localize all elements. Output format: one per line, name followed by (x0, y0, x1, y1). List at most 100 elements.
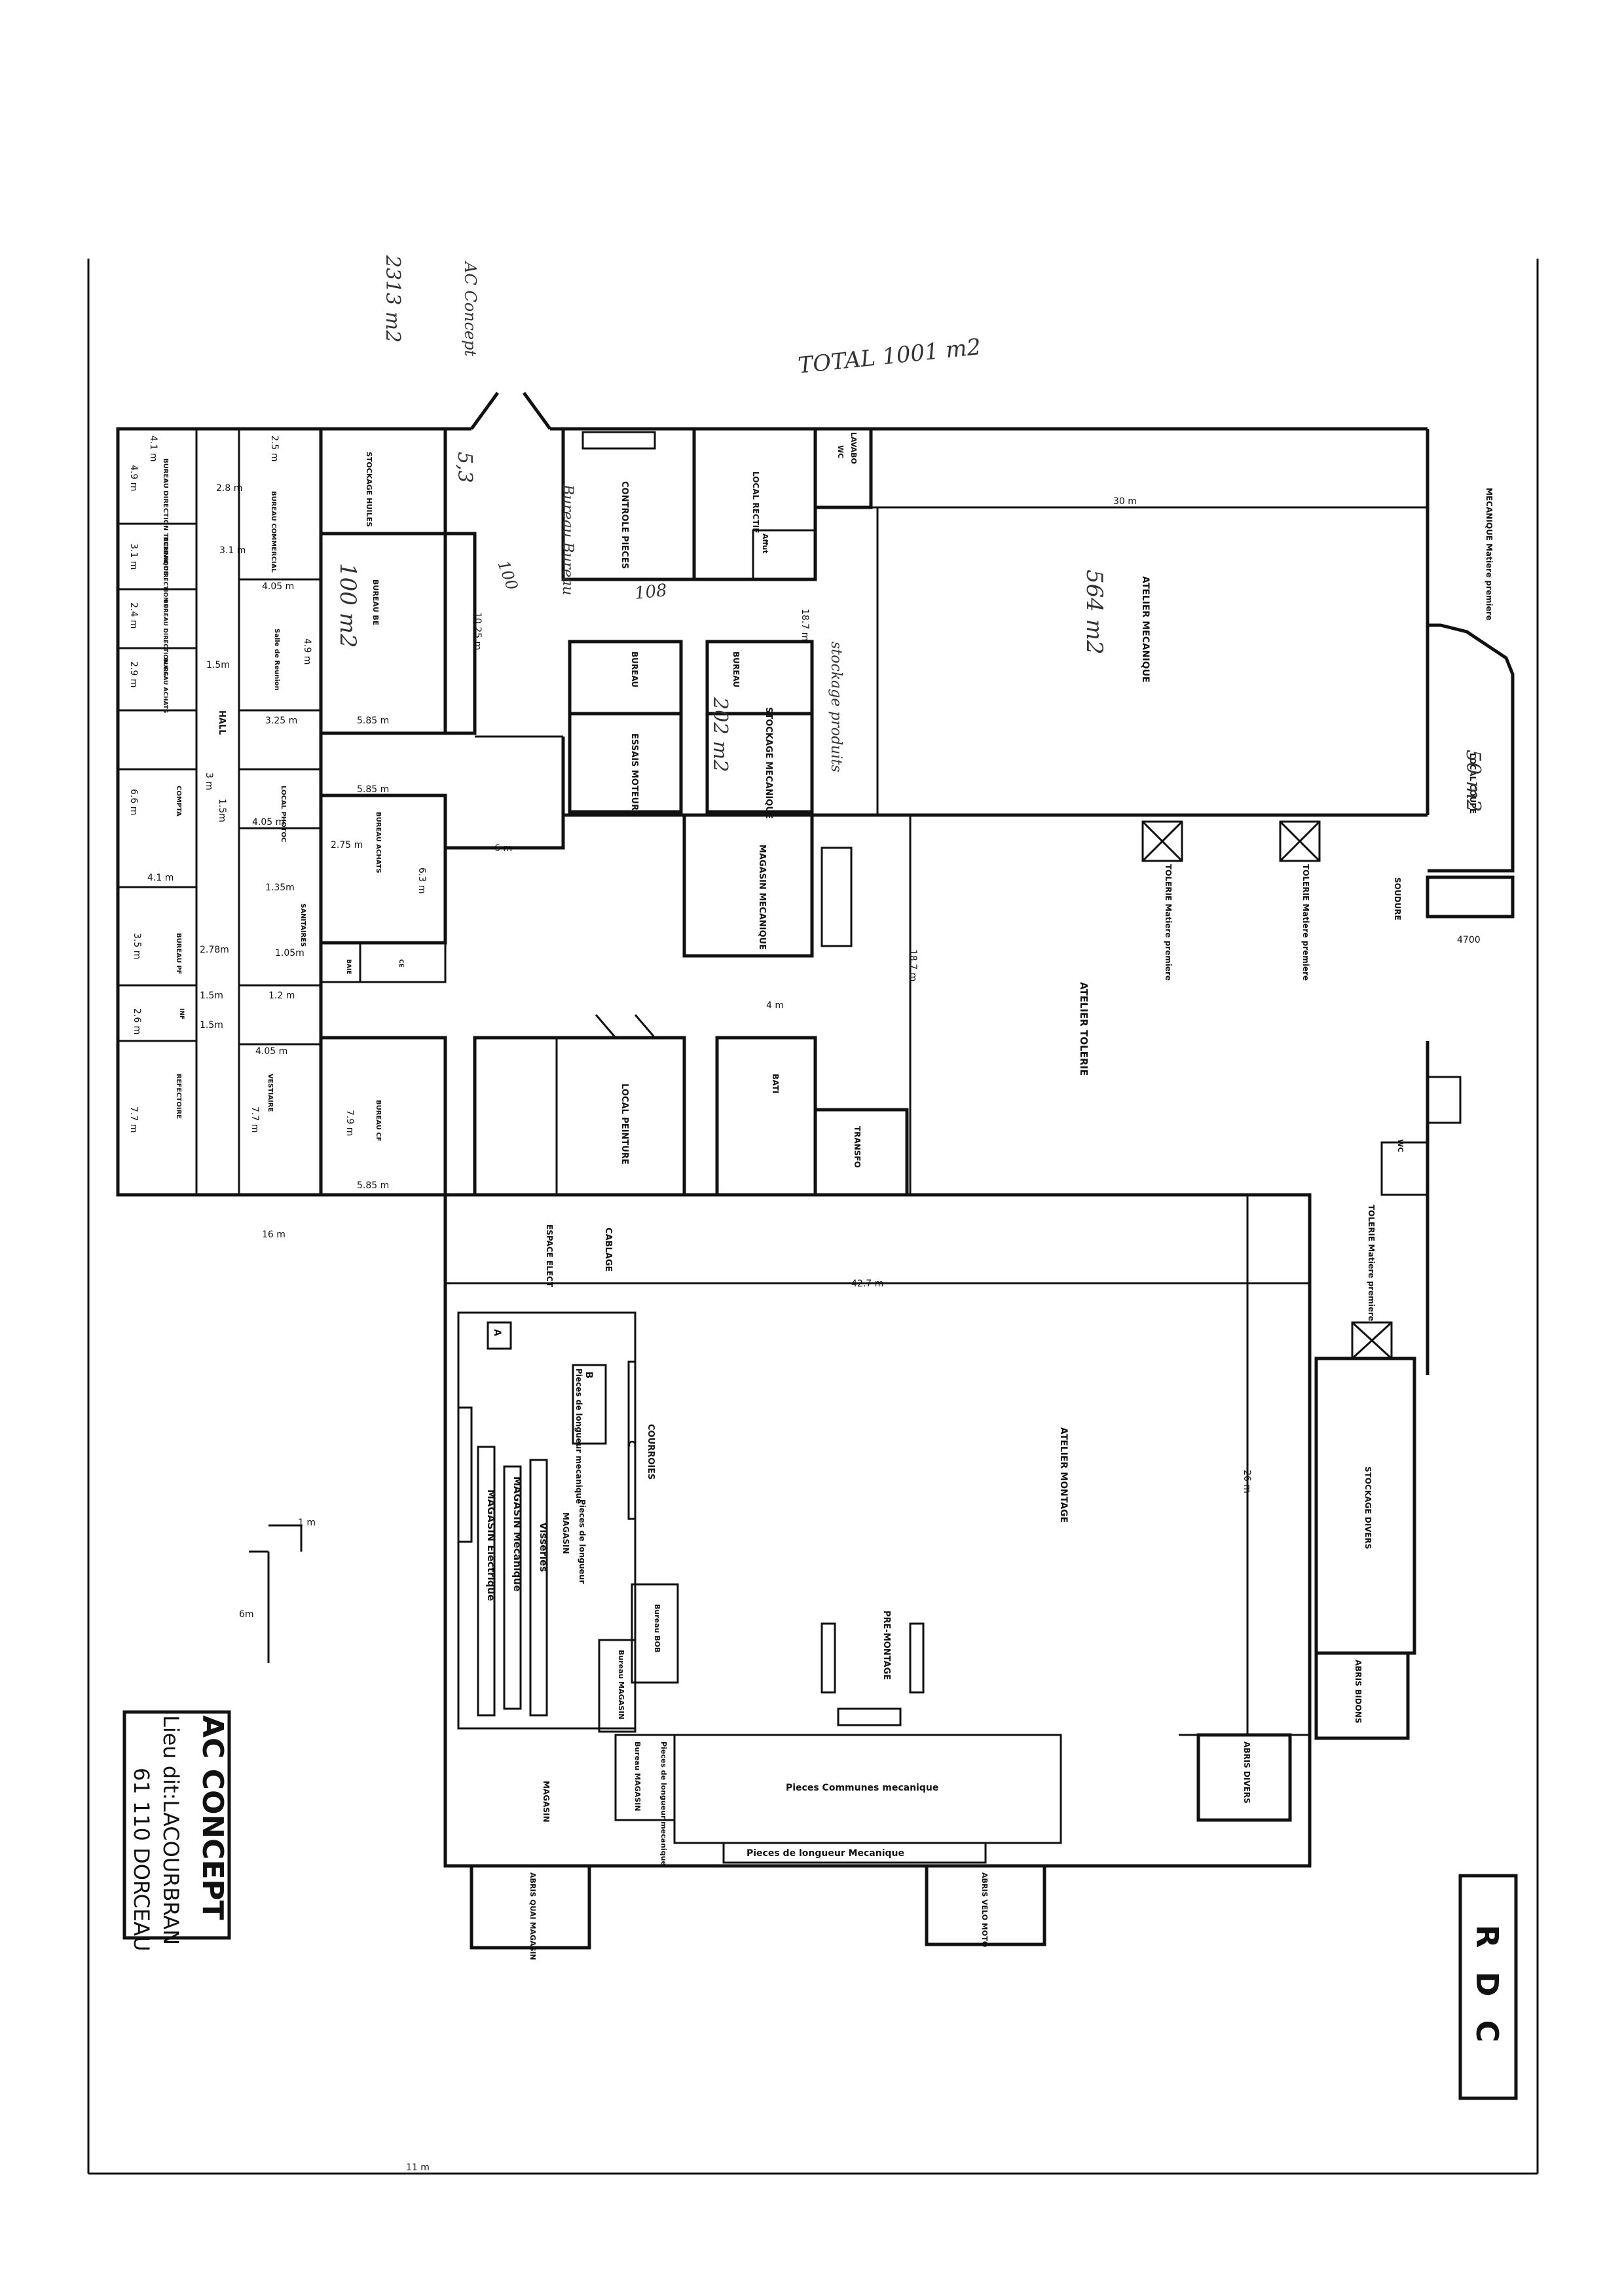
small-dimension-marker (249, 1524, 303, 1663)
dimension-d187a: 18.7 m (800, 609, 810, 641)
dimension-d66: 6.6 m (128, 789, 139, 815)
room-label-abris-quai: ABRIS QUAI MAGASIN (528, 1872, 537, 1960)
room-label-wc-right: WC (1396, 1139, 1405, 1152)
room-label-transfo: TRANSFO (853, 1126, 862, 1168)
dimension-d35: 3.5 m (132, 933, 142, 959)
room-label-wc-top: WC (836, 445, 845, 458)
dimension-d405c: 4.05 m (255, 1046, 287, 1057)
room-label-magasin-left: MAGASIN (561, 1512, 570, 1554)
room-label-local-photoc: LOCAL PHOTOC (280, 786, 287, 842)
room-label-cablage: CABLAGE (603, 1228, 613, 1271)
dimension-d3m: 3 m (204, 773, 214, 790)
dimension-d278: 2.78m (200, 945, 229, 955)
dimension-d41b: 4.1 m (147, 873, 174, 883)
room-label-bureau1: BUREAU (630, 651, 639, 687)
room-label-espace-elect: ESPACE ELECT (545, 1224, 554, 1288)
dimension-d77a: 7.7 m (128, 1106, 139, 1133)
dimension-d15d: 1.5m (200, 1020, 223, 1030)
handwritten-stockage-produits: stockage produits (828, 642, 844, 773)
room-label-baie: BAIE (345, 959, 352, 974)
handwritten-top-number: 2313 m2 (381, 255, 404, 342)
handwritten-100: 100 (494, 558, 521, 592)
marker-a: A (492, 1329, 502, 1336)
handwritten-total: TOTAL 1001 m2 (797, 334, 982, 379)
handwritten-bureau: 100 m2 (335, 563, 361, 648)
dimension-d28: 2.8 m (216, 483, 242, 494)
room-label-bureau-bob: Bureau BOB (653, 1604, 661, 1652)
room-label-bureau-achats: BUREAU ACHATS (375, 812, 382, 873)
dimension-d49: 4.9 m (128, 465, 139, 491)
room-label-mecanique-matiere: MECANIQUE Matiere premiere (1485, 488, 1494, 621)
dimension-d15b: 1.5m (217, 799, 227, 822)
dimension-d4m: 4 m (766, 1000, 784, 1011)
page-frame (87, 259, 1539, 2175)
room-label-essais-moteurs: ESSAIS MOTEURS (629, 733, 639, 816)
room-label-pieces-longueur-top: Pieces de longueur mecanique (574, 1368, 583, 1504)
room-label-compta: COMPTA (175, 786, 182, 816)
room-label-abris-velo: ABRIS VELO MOTO (980, 1872, 989, 1947)
room-label-atelier-tolerie: ATELIER TOLERIE (1078, 982, 1090, 1076)
dimension-d4700: 4700 (1457, 935, 1481, 945)
room-label-stockage-divers: STOCKAGE DIVERS (1363, 1467, 1373, 1549)
room-label-atelier-montage: ATELIER MONTAGE (1058, 1427, 1069, 1523)
handwritten-local-coupe: 50 m2 (1462, 750, 1485, 812)
dimension-d29: 2.9 m (128, 661, 139, 687)
company-name: AC CONCEPT (196, 1715, 229, 1920)
room-label-tolerie-mp2: TOLERIE Matiere premiere (1301, 864, 1310, 981)
room-label-refectoire: REFECTOIRE (175, 1074, 182, 1119)
dimension-d105: 1.05m (275, 948, 304, 958)
upper-workshop-walls (445, 427, 1428, 850)
dimension-d31b: 3.1 m (219, 545, 246, 556)
room-label-pieces-longueur-bottom: Pieces de longueur Mecanique (747, 1848, 904, 1859)
room-label-magasin-electrique-rack: MAGASIN Electrique (485, 1489, 497, 1601)
dimension-d11: 11 m (406, 2162, 430, 2173)
room-label-pieces-longueur-rack: Pieces de longueur (578, 1499, 587, 1584)
room-label-bureau-pf: BUREAU PF (175, 933, 182, 974)
room-label-magasin-mecanique: MAGASIN MECANIQUE (757, 845, 767, 950)
room-label-bureau-cf: BUREAU CF (375, 1100, 382, 1141)
room-label-bureau-direction-gg: BUREAU DIRECTION GG (162, 599, 168, 676)
marker-b: B (583, 1372, 594, 1379)
room-label-ce: CE (397, 959, 404, 968)
room-label-bureau2: BUREAU (731, 651, 741, 687)
handwritten-controle: Bureau Bureau (559, 484, 576, 595)
handwritten-ac: AC Concept (461, 261, 479, 357)
room-label-abris-divers: ABRIS DIVERS (1242, 1741, 1251, 1804)
entrance-walls (445, 392, 1430, 815)
dimension-d26m: 26 m (1242, 1470, 1252, 1493)
marker-c: C (626, 1440, 637, 1447)
dimension-d6m: 6 m (494, 843, 512, 854)
dimension-d585b: 5.85 m (357, 784, 389, 795)
room-label-stockage-huiles: STOCKAGE HUILES (365, 452, 373, 527)
right-annex-walls (1141, 623, 1515, 919)
room-label-atelier-mecanique: ATELIER MECANIQUE (1140, 576, 1151, 683)
room-label-bureau-be: BUREAU BE (371, 579, 380, 625)
address-line-2: 61 110 DORCEAU (129, 1768, 154, 1951)
room-label-pieces-de-longueur-small: Pieces de longueur mecanique (659, 1741, 668, 1866)
dimension-d1m: 1 m (298, 1518, 316, 1528)
room-label-hall: HALL (217, 710, 227, 735)
room-label-affut: Affut (761, 534, 769, 554)
room-label-bureau-magasin2: Bureau MAGASIN (633, 1741, 642, 1811)
dimension-d31a: 3.1 m (128, 543, 139, 570)
dimension-d15c: 1.5m (200, 991, 223, 1001)
room-label-magasin-bottom: MAGASIN (542, 1781, 551, 1823)
dimension-d25: 2.5 m (269, 435, 280, 462)
room-label-bureau-commercial: BUREAU COMMERCIAL (270, 491, 277, 573)
room-labels: BUREAU DIRECTION TECHNIQUE BUREAU COMMERC… (162, 432, 1494, 1960)
mid-office-walls (319, 427, 477, 1197)
room-label-bureau-direction-technique: BUREAU DIRECTION TECHNIQUE (162, 458, 169, 575)
room-label-magasin-mecanique-rack: MAGASIN Mecanique (511, 1476, 523, 1592)
dimension-d24: 2.4 m (128, 602, 139, 629)
dimension-d405b: 4.05 m (252, 817, 284, 828)
room-label-sanitaires: SANITAIRES (299, 903, 306, 947)
level-label: R D C (1469, 1925, 1505, 2049)
dimension-d41: 4.1 m (148, 435, 158, 462)
room-label-controle-pieces: CONTROLE PIECES (619, 481, 629, 569)
dimension-d585c: 5.85 m (357, 1180, 389, 1191)
room-label-vestiaire: VESTIAIRE (267, 1074, 274, 1112)
dimension-d16: 16 m (262, 1230, 286, 1240)
room-label-pre-montage: PRE-MONTAGE (881, 1611, 891, 1680)
room-label-local-rectif: LOCAL RECTIF (751, 471, 760, 533)
